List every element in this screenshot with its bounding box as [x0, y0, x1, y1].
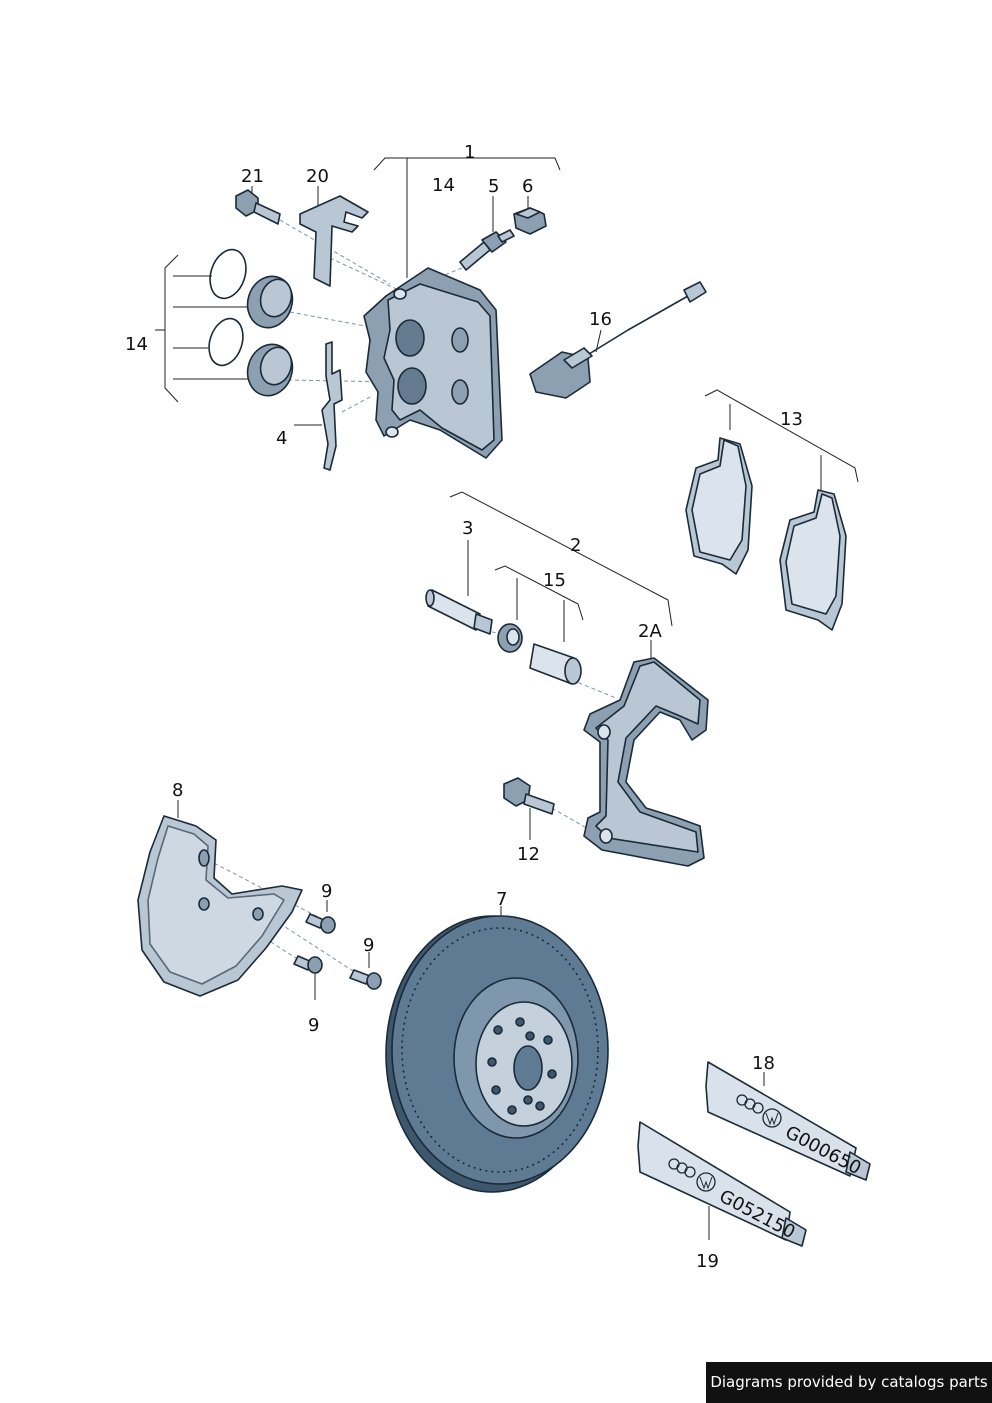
audi-rings-logo-19 — [668, 1158, 696, 1178]
guide-bushing-part-15 — [529, 643, 582, 685]
brake-pad-right — [779, 489, 847, 631]
bleeder-valve-part-5 — [459, 229, 515, 271]
callout-12: 12 — [517, 844, 540, 865]
bolt-part-21 — [235, 189, 281, 225]
callout-5: 5 — [488, 176, 499, 197]
callout-14-top: 14 — [432, 175, 455, 196]
piston-upper — [246, 275, 294, 329]
callout-4: 4 — [276, 428, 287, 449]
callout-20: 20 — [306, 166, 329, 187]
audi-rings-logo-18 — [736, 1094, 764, 1114]
callout-14-left: 14 — [125, 334, 148, 355]
screw-part-9b — [349, 969, 382, 990]
guide-pin-part-3 — [425, 589, 493, 635]
callout-15: 15 — [543, 570, 566, 591]
caliper-carrier-part-2A — [583, 657, 709, 867]
callout-8: 8 — [172, 780, 183, 801]
bracket-plate-part-20 — [299, 195, 369, 287]
grease-tube-part-18: G000650 — [705, 1061, 871, 1181]
callout-9a: 9 — [321, 881, 332, 902]
bolt-part-12 — [503, 777, 555, 815]
guide-boot-part-15 — [497, 623, 523, 653]
callout-18: 18 — [752, 1053, 775, 1074]
brake-pad-left — [685, 437, 753, 575]
seal-ring-upper — [209, 248, 247, 300]
callout-2A: 2A — [638, 621, 662, 642]
callout-7: 7 — [496, 889, 507, 910]
brake-disc-part-7 — [385, 915, 609, 1193]
callout-labels: 1 21 20 14 5 6 16 14 13 4 3 2 15 2A 8 12… — [125, 142, 803, 1272]
callout-1: 1 — [464, 142, 475, 163]
vw-logo-18 — [762, 1108, 782, 1128]
wear-sensor-part-16 — [529, 281, 707, 399]
dust-cap-part-6 — [513, 207, 547, 235]
callout-9b: 9 — [363, 935, 374, 956]
callout-16: 16 — [589, 309, 612, 330]
callout-3: 3 — [462, 518, 473, 539]
screw-part-9c — [293, 955, 323, 974]
seal-ring-lower — [208, 317, 244, 367]
callout-9c: 9 — [308, 1015, 319, 1036]
callout-19: 19 — [696, 1251, 719, 1272]
provider-footer: Diagrams provided by catalogs parts — [706, 1362, 992, 1403]
vw-logo-19 — [696, 1172, 716, 1192]
callout-6: 6 — [522, 176, 533, 197]
spring-clip-part-4 — [321, 341, 343, 471]
callout-2: 2 — [570, 535, 581, 556]
brake-caliper-part-1 — [363, 267, 503, 459]
splash-shield-part-8 — [137, 815, 303, 997]
piston-lower — [246, 343, 294, 397]
screw-part-9a — [305, 913, 336, 934]
callout-13: 13 — [780, 409, 803, 430]
callout-21: 21 — [241, 166, 264, 187]
